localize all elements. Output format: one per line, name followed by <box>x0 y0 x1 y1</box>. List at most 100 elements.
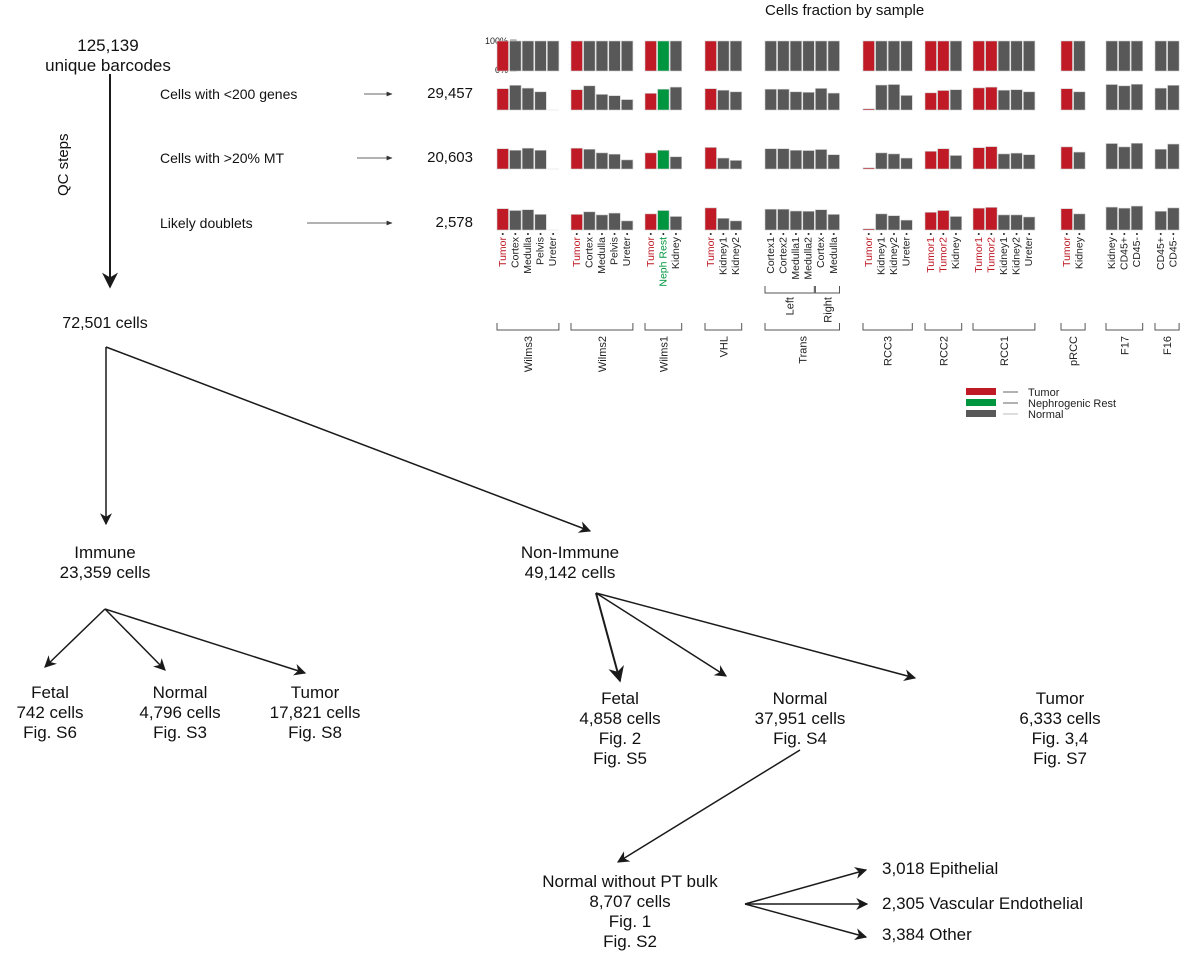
bar-VHL-Kidney2 <box>729 160 743 170</box>
sample-tick <box>1002 233 1005 235</box>
bar-Wilms2-Tumor <box>570 89 583 111</box>
immune-fetal-node: Fetal 742 cells Fig. S6 <box>0 683 105 743</box>
group-label-RCC1: RCC1 <box>999 336 1011 366</box>
bar-pRCC-Kidney <box>1073 40 1086 72</box>
bar-RCC2-Tumor1 <box>924 151 937 170</box>
immune-node: Immune 23,359 cells <box>30 543 180 583</box>
bar-Wilms2-Tumor <box>570 147 583 170</box>
bar-VHL-Tumor <box>704 40 717 72</box>
sample-label: Kidney1 <box>717 237 729 275</box>
immune-tumor-node: Tumor 17,821 cells Fig. S8 <box>245 683 385 743</box>
bar-Wilms2-Tumor <box>570 214 583 231</box>
bar-VHL-Tumor <box>704 88 717 111</box>
sample-label: Tumor <box>571 237 583 267</box>
bar-Wilms3-Tumor <box>496 208 509 231</box>
non-immune-node: Non-Immune 49,142 cells <box>490 543 650 583</box>
bar-Wilms2-Medulla <box>595 94 609 111</box>
subgroup-bracket-Right <box>814 286 840 294</box>
bar-pRCC-Tumor <box>1060 208 1073 231</box>
bar-Wilms3-Cortex <box>509 85 522 111</box>
bar-RCC3-Ureter <box>900 40 913 72</box>
node-title: Fetal <box>601 689 639 708</box>
sample-tick <box>905 233 908 235</box>
bar-F16-CD45- <box>1167 207 1180 231</box>
bar-F17-CD45- <box>1130 40 1143 72</box>
bar-Trans-Medulla <box>827 92 840 111</box>
bar-Trans-Cortex1 <box>764 208 777 231</box>
sample-label: Tumor1 <box>973 237 985 273</box>
sample-tick <box>552 233 555 235</box>
bar-Trans-Medulla2 <box>802 210 815 231</box>
sample-tick <box>514 233 517 235</box>
sample-tick <box>1159 233 1162 235</box>
sample-label: Pelvis <box>609 237 621 265</box>
group-label-Trans: Trans <box>797 336 809 364</box>
qc-step-label: Cells with <200 genes <box>160 86 298 102</box>
normal-subset-node: Normal without PT bulk 8,707 cells Fig. … <box>495 872 765 952</box>
legend-swatch-Tumor <box>966 388 996 395</box>
bar-Wilms3-Tumor <box>496 88 509 111</box>
legend-label-Tumor: Tumor <box>1028 387 1060 399</box>
legend-swatch-Nephrogenic Rest <box>966 399 996 406</box>
bar-F16-CD45+ <box>1154 87 1167 111</box>
node-fig: Fig. S4 <box>773 729 827 748</box>
bar-RCC3-Kidney1 <box>875 152 888 170</box>
sample-tick <box>807 233 810 235</box>
bar-RCC3-Ureter <box>900 219 913 231</box>
bar-Wilms1-Kidney <box>669 156 683 170</box>
legend-swatch-Normal <box>966 410 996 417</box>
chart-title: Cells fraction by sample <box>765 2 925 19</box>
bar-Wilms2-Ureter <box>621 40 634 72</box>
qc-step-removed: 20,603 <box>427 149 473 166</box>
node-count: 8,707 cells <box>589 892 671 911</box>
non-immune-normal-node: Normal 37,951 cells Fig. S4 <box>725 689 875 749</box>
bar-RCC1-Kidney2 <box>1010 40 1023 72</box>
sample-tick <box>613 233 616 235</box>
non-immune-title: Non-Immune <box>520 543 620 562</box>
sample-tick <box>674 233 677 235</box>
sample-label: Kidney <box>1106 236 1118 269</box>
node-fig: Fig. S8 <box>288 723 342 742</box>
bar-RCC3-Kidney1 <box>875 84 888 111</box>
bar-F17-Kidney <box>1105 206 1118 231</box>
bar-Wilms1-Tumor <box>644 93 657 111</box>
immune-count: 23,359 cells <box>59 563 151 582</box>
bar-F16-CD45+ <box>1154 148 1167 170</box>
bar-Wilms3-Medulla <box>521 147 535 170</box>
non-immune-count: 49,142 cells <box>524 563 616 582</box>
sample-label: Medulla <box>596 237 608 274</box>
arrow-nonimmune-fetal <box>595 592 624 683</box>
bar-VHL-Kidney1 <box>717 89 730 111</box>
bar-RCC2-Tumor2 <box>937 148 950 170</box>
root-label: unique barcodes <box>45 56 171 75</box>
bar-VHL-Kidney1 <box>717 157 730 170</box>
sample-tick <box>867 233 870 235</box>
y-tick-label: 100% <box>485 36 508 46</box>
node-title: Fetal <box>31 683 69 702</box>
bar-RCC1-Kidney1 <box>997 40 1011 72</box>
sample-label: Tumor <box>1061 237 1073 267</box>
group-bracket-RCC2 <box>924 323 963 331</box>
bar-F17-CD45+ <box>1118 40 1131 72</box>
bar-F16-CD45+ <box>1154 210 1167 231</box>
group-bracket-Wilms2 <box>570 323 634 331</box>
qc-step-label: Likely doublets <box>160 215 253 231</box>
qc-step-removed: 2,578 <box>435 214 473 231</box>
bar-Wilms3-Cortex <box>509 149 522 170</box>
bar-pRCC-Kidney <box>1073 151 1086 170</box>
sample-tick <box>1015 233 1018 235</box>
bar-F16-CD45- <box>1167 85 1180 111</box>
node-fig: Fig. 1 <box>608 912 652 931</box>
bar-Trans-Medulla <box>827 214 840 231</box>
sample-tick <box>954 233 957 235</box>
bar-RCC1-Tumor2 <box>985 207 998 231</box>
bar-RCC1-Tumor2 <box>985 40 998 72</box>
bar-Wilms2-Pelvis <box>608 40 621 72</box>
sample-label: Pelvis <box>535 237 547 265</box>
bar-Wilms3-Cortex <box>509 210 522 231</box>
sample-tick <box>709 233 712 235</box>
bar-F16-CD45+ <box>1154 40 1167 72</box>
sample-tick <box>832 233 835 235</box>
bar-F17-CD45- <box>1130 83 1143 111</box>
legend-label-Normal: Normal <box>1028 409 1063 421</box>
